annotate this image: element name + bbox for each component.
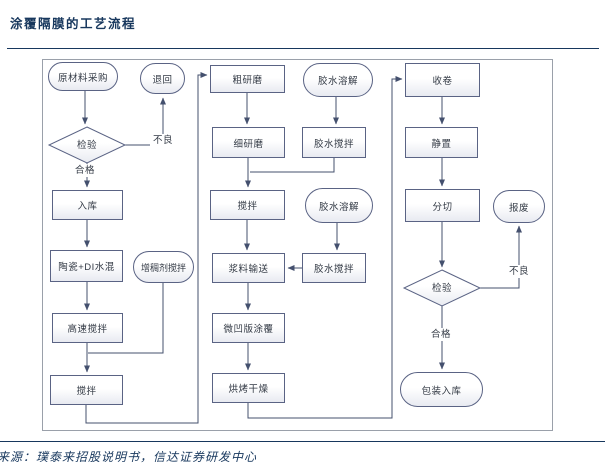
node-stirring-middle: 搅拌: [210, 190, 285, 220]
figure-title: 涂覆隔膜的工艺流程: [10, 17, 137, 31]
node-stirring-left: 搅拌: [50, 375, 123, 405]
node-return: 退回: [140, 63, 185, 94]
node-coarse-grinding: 粗研磨: [210, 65, 285, 93]
node-glue-dissolving-1: 胶水溶解: [303, 63, 373, 97]
source-text: 来源：璞泰来招股说明书，信达证券研发中心: [0, 450, 258, 464]
node-scrap: 报废: [493, 190, 545, 223]
node-glue-dissolving-2: 胶水溶解: [305, 188, 373, 223]
edge-label-pass-right: 合格: [427, 328, 455, 341]
node-glue-stirring-2: 胶水搅拌: [302, 253, 366, 283]
node-slurry-transport: 浆料输送: [212, 253, 285, 283]
title-divider-line: [7, 48, 599, 49]
edge-label-pass-left: 合格: [71, 164, 99, 177]
node-glue-stirring-1: 胶水搅拌: [302, 127, 366, 158]
edge-label-fail-right: 不良: [506, 265, 532, 278]
node-micro-gravure-coating: 微凹版涂覆: [212, 313, 285, 343]
node-fine-grinding: 细研磨: [212, 127, 285, 158]
node-raw-material-procurement: 原材料采购: [48, 62, 118, 91]
inspection-label-right: 检验: [431, 283, 452, 294]
node-winding: 收卷: [405, 63, 480, 97]
node-ceramic-di-water-mix: 陶瓷+DI水混: [50, 250, 123, 282]
node-high-speed-stirring: 高速搅拌: [52, 313, 123, 343]
node-packaging-warehousing: 包装入库: [400, 372, 483, 407]
node-warehouse-in: 入库: [52, 190, 123, 220]
edge-label-fail-left: 不良: [150, 134, 176, 147]
node-slitting: 分切: [405, 189, 480, 222]
node-baking-drying: 烘烤干燥: [212, 373, 285, 403]
node-thickener-stirring: 增稠剂搅拌: [133, 251, 194, 283]
flowchart-frame: [42, 59, 553, 431]
source-divider-line: [0, 441, 605, 442]
inspection-label-left: 检验: [76, 140, 97, 151]
node-standing: 静置: [405, 127, 478, 158]
